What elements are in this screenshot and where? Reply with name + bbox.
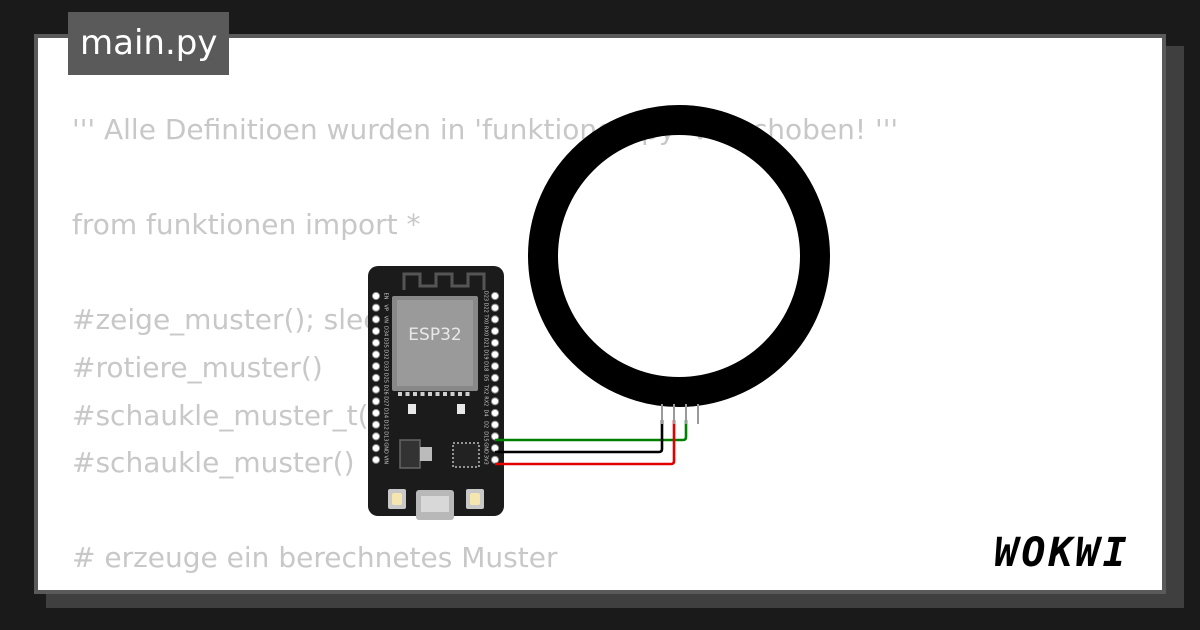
pin-label: VIN <box>383 455 389 464</box>
pin-hole[interactable] <box>490 338 500 347</box>
pin-hole[interactable] <box>371 373 381 382</box>
code-line: #schaukle_muster() <box>72 446 355 480</box>
pin-hole[interactable] <box>371 408 381 418</box>
module-shield <box>397 300 473 386</box>
pin-hole[interactable] <box>490 362 500 371</box>
pin-label: D35 <box>383 338 389 348</box>
pin-hole[interactable] <box>490 350 500 359</box>
pin-hole[interactable] <box>490 373 500 382</box>
pin-label: D25 <box>383 373 389 383</box>
pin-hole[interactable] <box>371 315 381 324</box>
pin-label: EN <box>383 293 389 300</box>
code-line: from funktionen import * <box>72 208 421 242</box>
pin-hole[interactable] <box>371 385 381 394</box>
pin-label: D26 <box>383 384 389 394</box>
pin-label: GND <box>483 442 489 454</box>
pin-label: D12 <box>383 420 389 430</box>
pin-label: D2 <box>483 421 489 428</box>
pin-label: TX2 <box>483 384 489 395</box>
en-button[interactable] <box>388 489 406 509</box>
pin-hole[interactable] <box>371 303 381 312</box>
pin-label: D18 <box>483 361 489 371</box>
neopixel-ring[interactable] <box>528 105 830 424</box>
pin-label: VN <box>383 316 389 323</box>
pin-label: 3V3 <box>483 455 489 465</box>
code-line: muster = 16 * [0, 0, 0] ; blau = 13 <box>72 582 898 590</box>
pin-label: RX0 <box>483 326 489 336</box>
pin-hole[interactable] <box>490 420 500 429</box>
pin-label: D22 <box>483 303 489 313</box>
pin-label: D19 <box>483 349 489 359</box>
pin-label: D34 <box>383 326 389 336</box>
pin-label: D27 <box>383 396 389 406</box>
file-tab-main-py[interactable]: main.py <box>68 12 230 75</box>
esp32-board[interactable]: ESP32 ENVPVND34D35D32D33D25D26D27D14D12D… <box>368 266 504 520</box>
pin-label: D13 <box>383 431 389 441</box>
pin-hole[interactable] <box>371 432 381 441</box>
pin-label: VP <box>383 304 389 310</box>
boot-button[interactable] <box>466 489 484 509</box>
pin-hole[interactable] <box>371 362 381 371</box>
pin-hole[interactable] <box>490 397 500 406</box>
pin-label: TX0 <box>483 314 489 325</box>
pin-hole[interactable] <box>490 408 500 418</box>
code-line: #schaukle_muster_t() <box>72 398 380 432</box>
pin-label: RX2 <box>483 396 489 406</box>
pin-hole[interactable] <box>490 315 500 324</box>
code-line: # erzeuge ein berechnetes Muster <box>72 541 558 575</box>
pin-hole[interactable] <box>371 397 381 406</box>
pin-hole[interactable] <box>371 455 381 464</box>
pin-label: D23 <box>483 291 489 301</box>
pin-hole[interactable] <box>371 327 381 336</box>
pin-hole[interactable] <box>490 455 500 464</box>
pin-label: D14 <box>383 408 389 418</box>
code-line: #rotiere_muster() <box>72 350 323 384</box>
chip-label: ESP32 <box>408 325 461 345</box>
voltage-regulator <box>399 439 421 469</box>
pin-label: D5 <box>483 374 489 381</box>
wire-power[interactable] <box>495 420 676 466</box>
antenna-trace <box>402 272 486 290</box>
pin-label: D32 <box>383 349 389 359</box>
left-pin-header: EN VP VN D34D35D32D33D25D26D27D14D12D13GNDV… <box>371 291 389 464</box>
pin-hole[interactable] <box>490 327 500 336</box>
pin-label: D21 <box>483 338 489 348</box>
module-pads <box>398 392 470 414</box>
ring-body <box>528 105 830 407</box>
right-pin-header: D23D22TX0RX0D21D19D18D5TX2RX2D4D2D15GND3… <box>483 291 500 465</box>
pin-label: D4 <box>483 409 489 416</box>
regulator-tab <box>420 447 432 461</box>
usb-uart-chip <box>452 442 480 468</box>
ring-pins <box>661 404 699 424</box>
pin-hole[interactable] <box>490 291 500 301</box>
pin-label: GND <box>383 442 389 454</box>
wokwi-logo: WOKWI <box>994 530 1129 576</box>
pin-hole[interactable] <box>371 420 381 429</box>
pin-hole[interactable] <box>490 385 500 394</box>
pin-label: D15 <box>483 431 489 441</box>
wire-data[interactable] <box>495 420 688 442</box>
pin-hole[interactable] <box>371 291 381 301</box>
wires <box>495 420 688 466</box>
wire-ground[interactable] <box>495 420 664 454</box>
pin-hole[interactable] <box>490 303 500 312</box>
pin-hole[interactable] <box>371 444 381 453</box>
pin-hole[interactable] <box>371 350 381 359</box>
pin-label: D33 <box>383 361 389 371</box>
pin-hole[interactable] <box>490 444 500 453</box>
pin-hole[interactable] <box>371 338 381 347</box>
